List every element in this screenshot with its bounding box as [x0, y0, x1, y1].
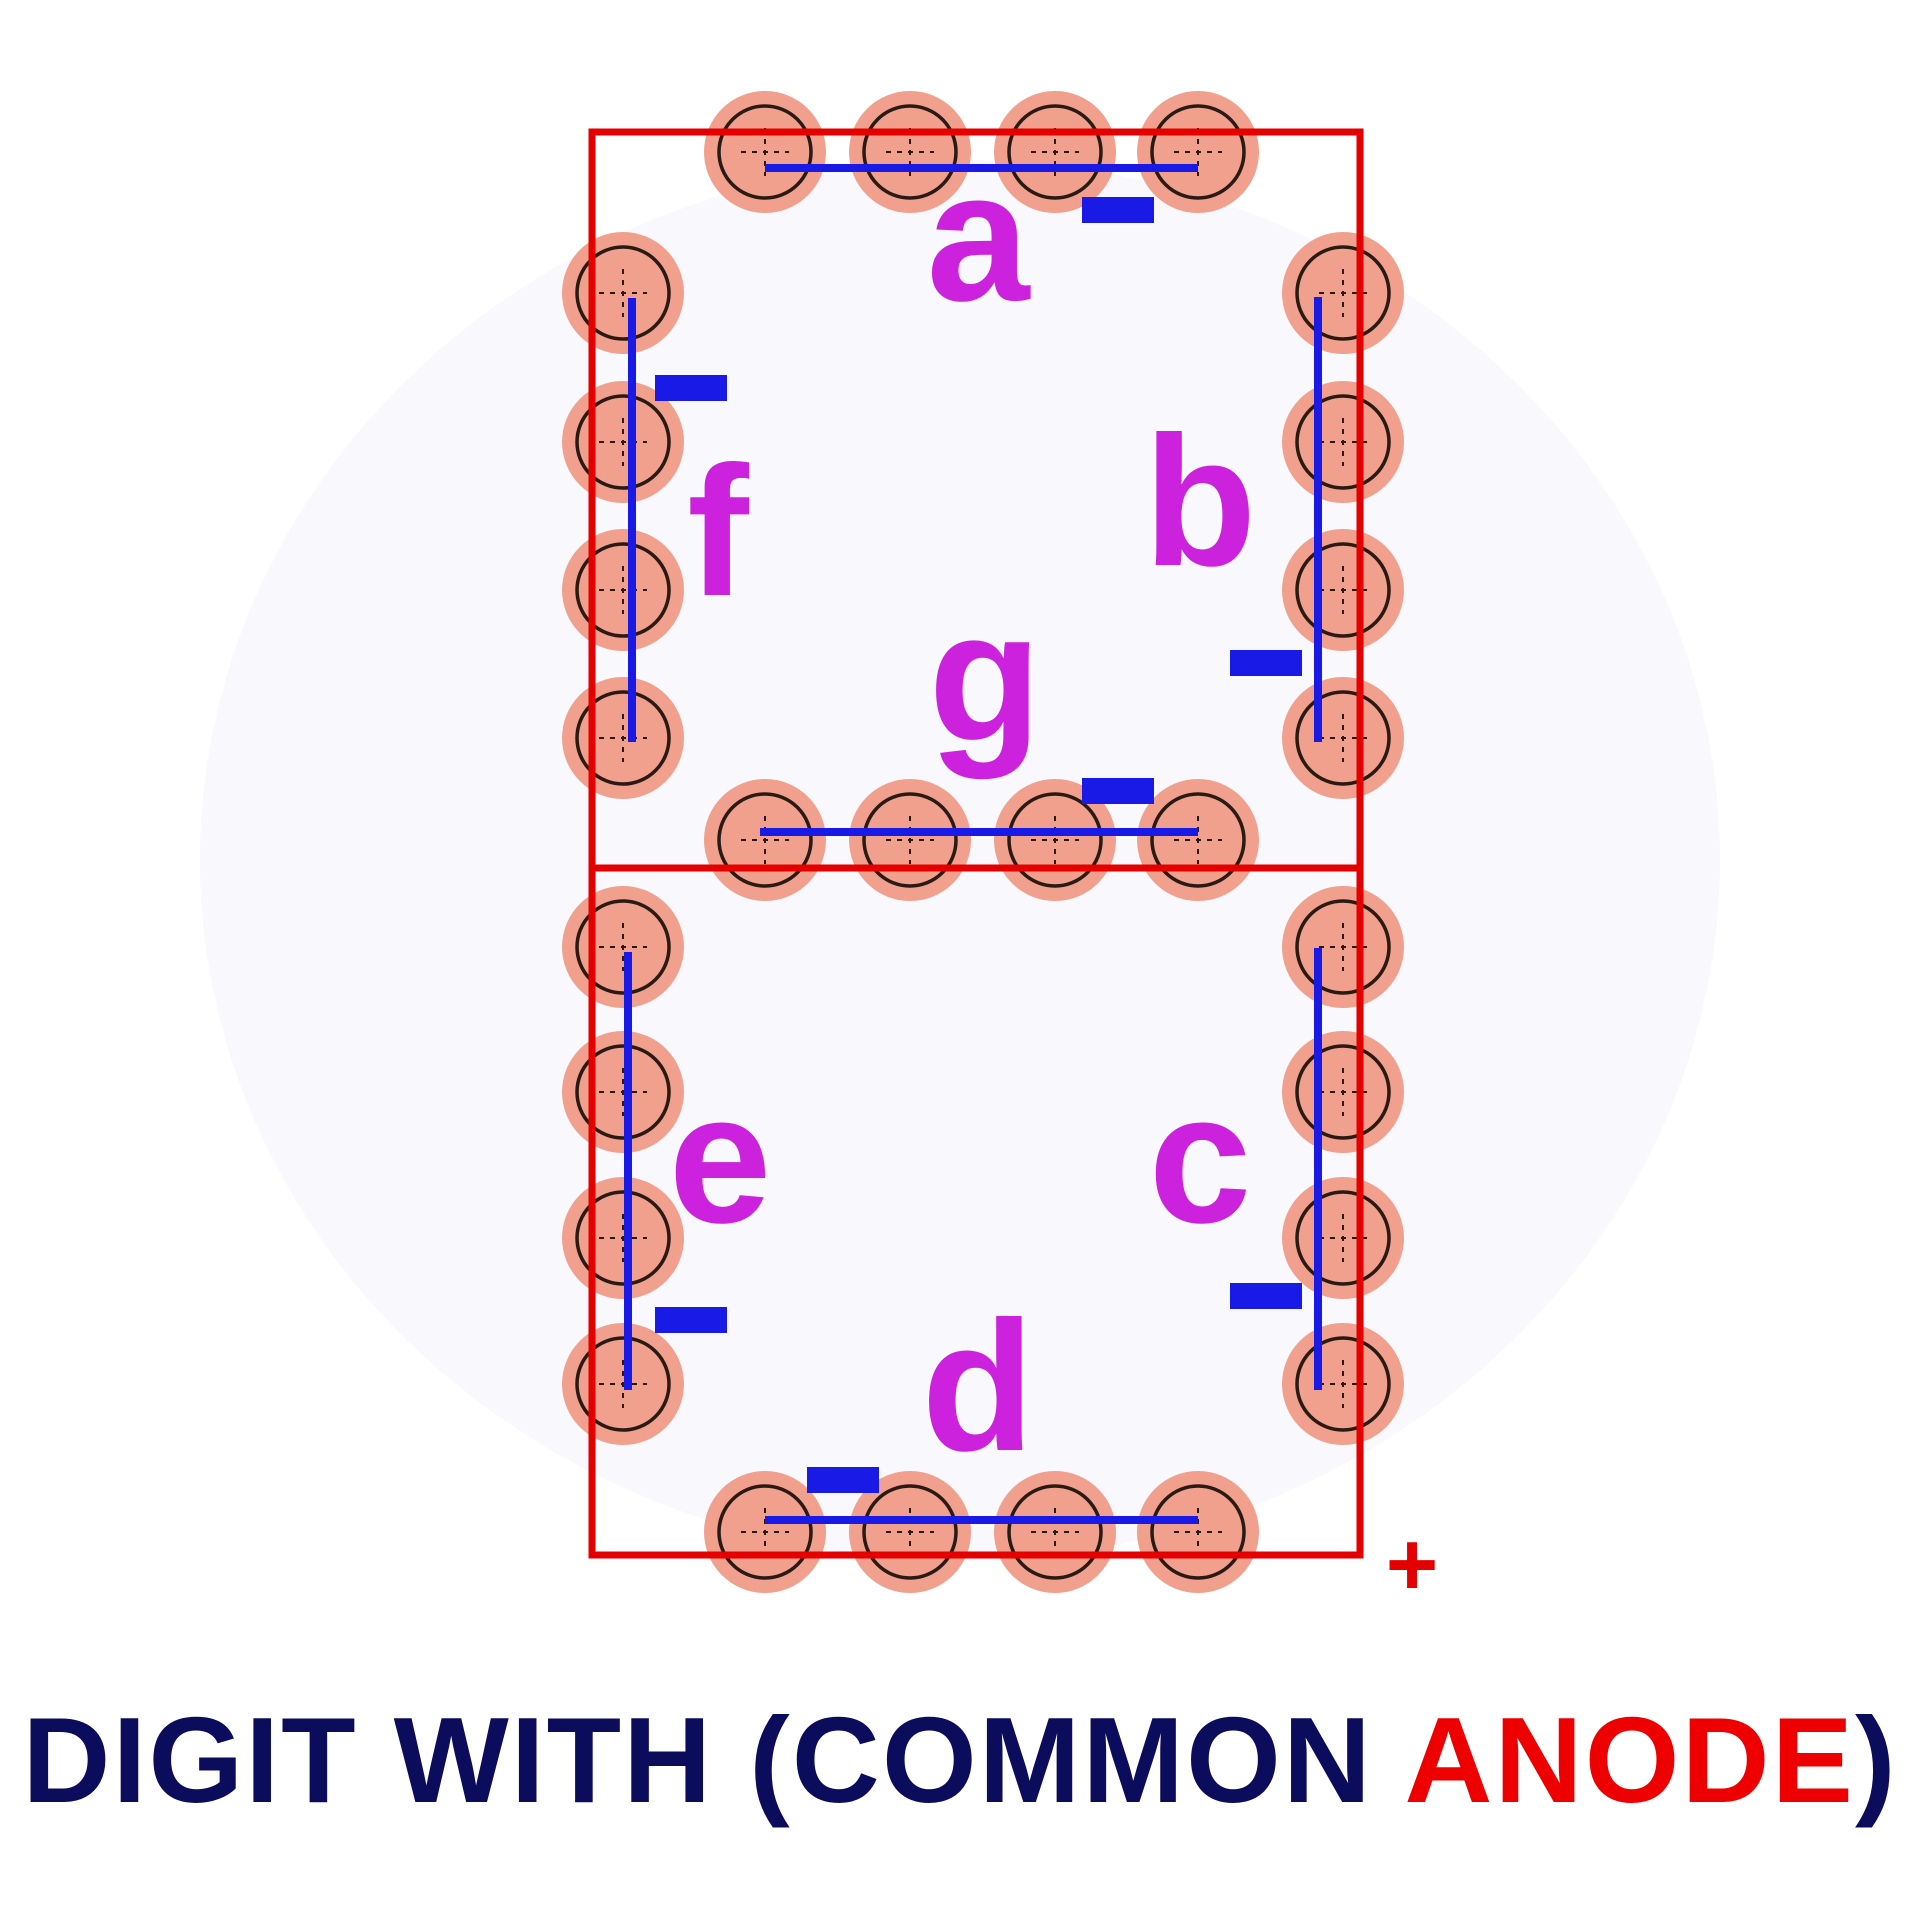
- led-pad-ring: [575, 1190, 671, 1286]
- led-pad-d-2: [849, 1471, 971, 1593]
- led-pad-ring: [717, 792, 813, 888]
- segment-label-f: f: [687, 429, 749, 635]
- led-pad-b-2: [1282, 381, 1404, 503]
- led-pad-ring: [575, 899, 671, 995]
- led-pad-a-1: [704, 91, 826, 213]
- led-pad-ring: [1295, 542, 1391, 638]
- led-pad-ring: [1295, 899, 1391, 995]
- led-pad-g-2: [849, 779, 971, 901]
- led-pad-ring: [575, 245, 671, 341]
- segment-labels: ab cde fg: [669, 134, 1257, 1490]
- segment-conductors: [624, 164, 1322, 1524]
- led-pad-e-1: [562, 886, 684, 1008]
- led-pad-ring: [1295, 1044, 1391, 1140]
- minus-mark-f: [655, 375, 727, 401]
- led-pad-ring: [575, 690, 671, 786]
- led-pad-ring: [575, 394, 671, 490]
- led-pad-ring: [1295, 1190, 1391, 1286]
- led-pad-a-3: [994, 91, 1116, 213]
- minus-mark-c: [1230, 1283, 1302, 1309]
- led-pad-ring: [1150, 1484, 1246, 1580]
- led-pad-c-4: [1282, 1323, 1404, 1445]
- led-pad-f-4: [562, 677, 684, 799]
- led-pad-ring: [1150, 104, 1246, 200]
- led-pad-ring: [717, 1484, 813, 1580]
- led-pad-b-3: [1282, 529, 1404, 651]
- caption-part-3: ): [1854, 1692, 1898, 1828]
- cathode-minus-marks: [655, 197, 1302, 1493]
- caption-part-2-anode: ANODE: [1404, 1692, 1855, 1828]
- led-pad-c-3: [1282, 1177, 1404, 1299]
- segment-label-a: a: [927, 134, 1032, 340]
- led-pad-a-4: [1137, 91, 1259, 213]
- led-pad-ring: [1295, 690, 1391, 786]
- caption-part-1: DIGIT WITH (COMMON: [22, 1692, 1405, 1828]
- led-pad-ring: [1007, 1484, 1103, 1580]
- led-pad-b-4: [1282, 677, 1404, 799]
- common-anode-plus-symbol: +: [1386, 1515, 1439, 1615]
- led-pad-c-2: [1282, 1031, 1404, 1153]
- led-pad-d-4: [1137, 1471, 1259, 1593]
- led-pad-ring: [862, 792, 958, 888]
- caption-title: DIGIT WITH (COMMON ANODE): [0, 1680, 1920, 1840]
- led-pad-d-1: [704, 1471, 826, 1593]
- led-pad-ring: [1150, 792, 1246, 888]
- minus-mark-e: [655, 1307, 727, 1333]
- led-pad-ring: [717, 104, 813, 200]
- led-pad-e-4: [562, 1323, 684, 1445]
- segment-label-g: g: [928, 574, 1041, 780]
- segment-label-d: d: [921, 1284, 1034, 1490]
- minus-mark-a: [1082, 197, 1154, 223]
- led-pad-ring: [575, 542, 671, 638]
- frame-lines: [588, 128, 1364, 1559]
- led-pad-ring: [575, 1336, 671, 1432]
- led-pad-e-2: [562, 1031, 684, 1153]
- led-pad-f-1: [562, 232, 684, 354]
- led-pad-ring: [862, 1484, 958, 1580]
- led-pad-e-3: [562, 1177, 684, 1299]
- segment-label-b: b: [1143, 399, 1256, 605]
- led-pad-g-4: [1137, 779, 1259, 901]
- led-pad-ring: [862, 104, 958, 200]
- minus-mark-d: [807, 1467, 879, 1493]
- led-pad-d-3: [994, 1471, 1116, 1593]
- led-pad-f-3: [562, 529, 684, 651]
- segment-label-e: e: [669, 1056, 772, 1262]
- led-pad-ring: [575, 1044, 671, 1140]
- led-pad-ring: [1295, 394, 1391, 490]
- minus-mark-g: [1082, 778, 1154, 804]
- led-pad-ring: [1295, 245, 1391, 341]
- led-pad-a-2: [849, 91, 971, 213]
- segment-label-c: c: [1149, 1056, 1252, 1262]
- led-pad-c-1: [1282, 886, 1404, 1008]
- led-pad-ring: [1007, 792, 1103, 888]
- led-pad-ring: [1007, 104, 1103, 200]
- led-pad-ring: [1295, 1336, 1391, 1432]
- led-pad-g-1: [704, 779, 826, 901]
- minus-mark-b: [1230, 650, 1302, 676]
- led-pad-b-1: [1282, 232, 1404, 354]
